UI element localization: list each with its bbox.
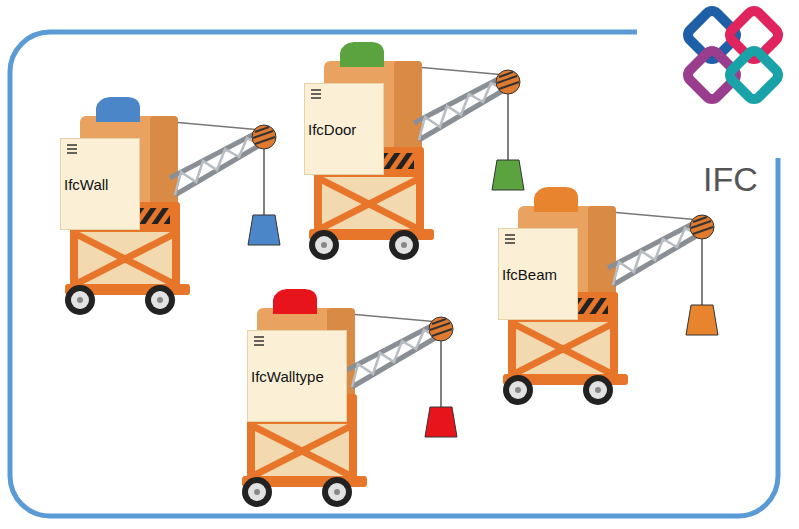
- crane-label: IfcDoor: [304, 83, 384, 175]
- logo-text: IFC: [703, 160, 758, 199]
- ifc-logo: [637, 0, 799, 158]
- class-name: IfcWall: [64, 176, 108, 193]
- class-name: IfcBeam: [502, 266, 557, 283]
- class-name: IfcWalltype: [251, 368, 324, 385]
- class-name: IfcDoor: [308, 121, 356, 138]
- crane-label: IfcWall: [60, 138, 140, 230]
- crane-label: IfcWalltype: [247, 330, 347, 422]
- sheet-icon: [67, 90, 515, 345]
- crane-label: IfcBeam: [498, 228, 578, 320]
- crane: [242, 289, 457, 507]
